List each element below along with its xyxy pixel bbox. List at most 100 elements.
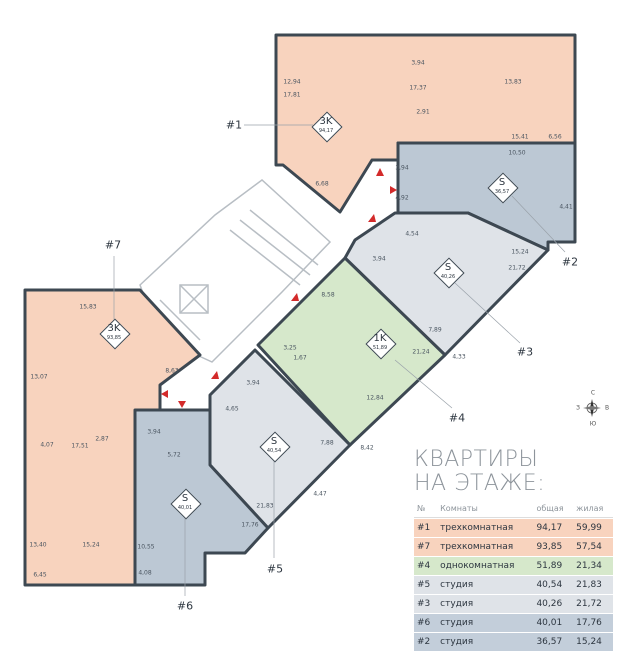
- compass-west: З: [576, 404, 580, 412]
- room-area: 21,24: [412, 348, 430, 356]
- badge-area: 36,57: [494, 189, 510, 195]
- cell-living: 59,99: [573, 519, 613, 537]
- table-header: № Комнаты общая жилая: [414, 499, 613, 518]
- callout-apartment-1: #1: [225, 118, 243, 132]
- badge-area: 51,89: [372, 345, 388, 351]
- cell-living: 17,76: [573, 614, 613, 632]
- room-area: 21,83: [256, 502, 274, 510]
- callout-apartment-3: #3: [516, 345, 534, 359]
- room-area: 3,94: [411, 59, 425, 67]
- badge-area: 40,54: [266, 448, 282, 454]
- badge-type: 1K: [373, 333, 387, 344]
- room-area: 3,94: [147, 428, 161, 436]
- room-area: 8,63: [165, 367, 179, 375]
- room-area: 4,33: [452, 353, 466, 361]
- room-area: 3,25: [283, 344, 297, 352]
- cell-living: 15,24: [573, 633, 613, 651]
- heading-line-1: КВАРТИРЫ: [414, 447, 539, 472]
- header-total: общая: [533, 499, 574, 518]
- room-area: 4,54: [405, 230, 419, 238]
- cell-living: 21,83: [573, 576, 613, 594]
- room-area: 3,94: [395, 164, 409, 172]
- cell-total: 40,26: [533, 595, 574, 613]
- apartment-1[interactable]: [274, 33, 577, 214]
- room-area: 10,50: [508, 149, 526, 157]
- cell-rooms: студия: [437, 614, 534, 632]
- room-area: 4,65: [225, 405, 239, 413]
- cell-total: 51,89: [533, 557, 574, 575]
- badge-type: S: [444, 262, 452, 273]
- room-area: 4,08: [138, 569, 152, 577]
- callout-apartment-5: #5: [266, 562, 284, 576]
- room-area: 3,94: [372, 255, 386, 263]
- room-area: 3,94: [246, 379, 260, 387]
- cell-rooms: однокомнатная: [437, 557, 534, 575]
- room-area: 17,51: [71, 442, 89, 450]
- cell-total: 40,01: [533, 614, 574, 632]
- room-area: 12,94: [283, 78, 301, 86]
- compass-south: Ю: [589, 420, 597, 428]
- room-area: 2,91: [416, 108, 430, 116]
- cell-total: 40,54: [533, 576, 574, 594]
- room-area: 8,58: [321, 291, 335, 299]
- cell-no: #6: [414, 614, 438, 632]
- room-area: 4,47: [313, 490, 327, 498]
- compass-icon: [583, 399, 601, 417]
- room-area: 17,81: [283, 91, 301, 99]
- entry-marker: [178, 401, 186, 408]
- cell-no: #4: [414, 557, 438, 575]
- callout-apartment-6: #6: [176, 599, 194, 613]
- badge-area: 40,26: [440, 274, 456, 280]
- room-area: 15,24: [82, 541, 100, 549]
- cell-no: #2: [414, 633, 438, 651]
- room-area: 12,84: [366, 394, 384, 402]
- cell-total: 36,57: [533, 633, 574, 651]
- room-area: 4,92: [395, 194, 409, 202]
- apartment-4[interactable]: [256, 256, 447, 447]
- entry-marker: [161, 390, 168, 398]
- room-area: 7,89: [428, 326, 442, 334]
- room-area: 15,41: [511, 133, 529, 141]
- entry-marker: [211, 371, 219, 379]
- badge-type: 3K: [107, 323, 121, 334]
- cell-no: #5: [414, 576, 438, 594]
- badge-type: S: [498, 177, 506, 188]
- cell-living: 21,34: [573, 557, 613, 575]
- header-living: жилая: [573, 499, 613, 518]
- apartment-6[interactable]: [133, 408, 270, 587]
- cell-total: 93,85: [533, 538, 574, 556]
- callout-apartment-4: #4: [448, 411, 466, 425]
- room-area: 21,72: [508, 264, 526, 272]
- badge-type: 3K: [319, 116, 333, 127]
- callout-lines: [113, 124, 566, 596]
- room-area: 2,87: [95, 435, 109, 443]
- badge-area: 94,17: [318, 128, 334, 134]
- room-area: 8,42: [360, 444, 374, 452]
- room-area: 13,40: [29, 541, 47, 549]
- room-area: 17,76: [241, 521, 259, 529]
- cell-rooms: студия: [437, 633, 534, 651]
- apartment-7[interactable]: [23, 288, 202, 587]
- entry-marker: [291, 293, 299, 301]
- room-area: 10,55: [137, 543, 155, 551]
- room-area: 13,83: [504, 78, 522, 86]
- summary-heading: КВАРТИРЫ НА ЭТАЖЕ:: [414, 448, 545, 496]
- room-area: 5,72: [167, 451, 181, 459]
- room-area: 6,68: [315, 180, 329, 188]
- cell-living: 21,72: [573, 595, 613, 613]
- cell-rooms: трехкомнатная: [437, 538, 534, 556]
